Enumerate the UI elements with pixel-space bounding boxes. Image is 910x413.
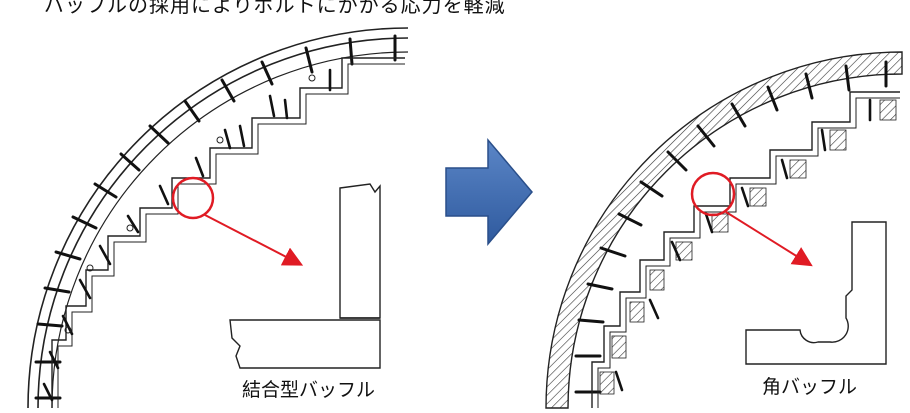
transition-arrow-icon	[445, 137, 533, 247]
combined-baffle-label: 結合型バッフル	[242, 379, 376, 401]
angle-baffle-detail	[745, 221, 887, 365]
combined-baffle-detail	[229, 183, 381, 369]
angle-baffle-label: 角バッフル	[762, 376, 858, 398]
left-reactor-quadrant	[27, 27, 409, 409]
right-reactor-quadrant	[545, 51, 903, 409]
header-caption: バッフルの採用によりボルトにかかる応力を軽減	[44, 0, 506, 17]
